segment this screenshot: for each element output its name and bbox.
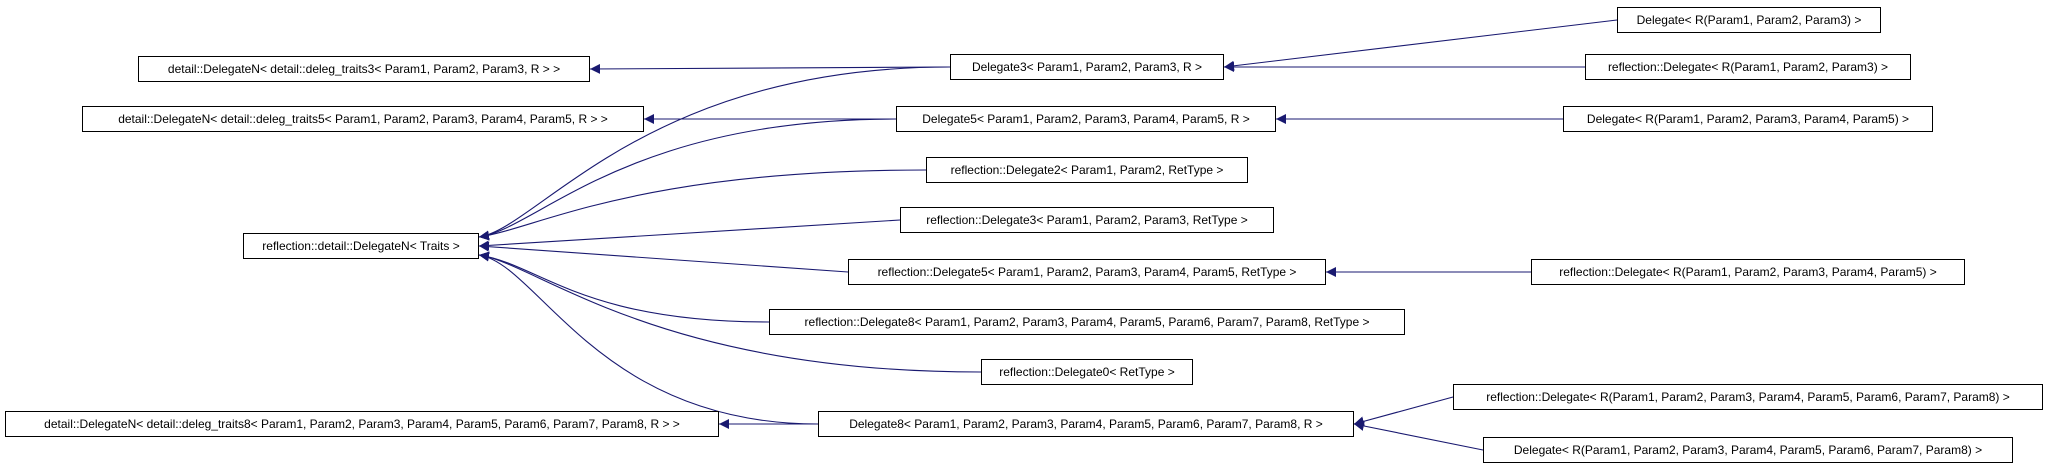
edge-n_delegate3-to-n_base	[478, 66, 951, 241]
node-reflection-delegate0[interactable]: reflection::Delegate0< RetType >	[981, 359, 1193, 385]
node-delegate-r5[interactable]: Delegate< R(Param1, Param2, Param3, Para…	[1563, 106, 1933, 132]
node-detail-delegaten-traits5[interactable]: detail::DelegateN< detail::deleg_traits5…	[82, 106, 644, 132]
node-detail-delegaten-traits8[interactable]: detail::DelegateN< detail::deleg_traits8…	[5, 411, 719, 437]
node-reflection-delegate2[interactable]: reflection::Delegate2< Param1, Param2, R…	[926, 157, 1248, 183]
node-reflection-delegate-r5[interactable]: reflection::Delegate< R(Param1, Param2, …	[1531, 259, 1965, 285]
node-delegate3[interactable]: Delegate3< Param1, Param2, Param3, R >	[950, 54, 1224, 80]
edge-n_refl_delegate_r8-to-n_delegate8	[1353, 396, 1454, 427]
node-detail-delegaten-traits3[interactable]: detail::DelegateN< detail::deleg_traits3…	[138, 56, 590, 82]
node-delegate-r8[interactable]: Delegate< R(Param1, Param2, Param3, Para…	[1483, 437, 2013, 463]
node-delegate-r3[interactable]: Delegate< R(Param1, Param2, Param3) >	[1617, 7, 1881, 33]
node-delegate5[interactable]: Delegate5< Param1, Param2, Param3, Param…	[896, 106, 1276, 132]
edge-n_refl_delegate2-to-n_base	[478, 169, 927, 241]
node-reflection-detail-delegaten-base[interactable]: reflection::detail::DelegateN< Traits >	[243, 233, 479, 259]
node-reflection-delegate3[interactable]: reflection::Delegate3< Param1, Param2, P…	[900, 207, 1274, 233]
node-reflection-delegate-r3[interactable]: reflection::Delegate< R(Param1, Param2, …	[1585, 54, 1911, 80]
edge-n_refl_delegate0-to-n_base	[478, 251, 982, 373]
node-reflection-delegate-r8[interactable]: reflection::Delegate< R(Param1, Param2, …	[1453, 384, 2043, 410]
edge-n_delegate8-to-n_base	[478, 251, 819, 425]
edge-n_delegate_r8-to-n_delegate8	[1353, 421, 1484, 451]
edge-n_delegate_r3-to-n_delegate3	[1223, 19, 1618, 71]
edge-n_delegate3-to-n_detail_dn3	[589, 63, 951, 74]
edge-n_refl_delegate8-to-n_base	[478, 251, 770, 323]
node-reflection-delegate8[interactable]: reflection::Delegate8< Param1, Param2, P…	[769, 309, 1405, 335]
edge-n_refl_delegate5-to-n_base	[478, 241, 849, 273]
node-delegate8[interactable]: Delegate8< Param1, Param2, Param3, Param…	[818, 411, 1354, 437]
edge-n_refl_delegate3-to-n_base	[478, 219, 901, 251]
node-reflection-delegate5[interactable]: reflection::Delegate5< Param1, Param2, P…	[848, 259, 1326, 285]
edge-n_delegate5-to-n_base	[478, 118, 897, 241]
